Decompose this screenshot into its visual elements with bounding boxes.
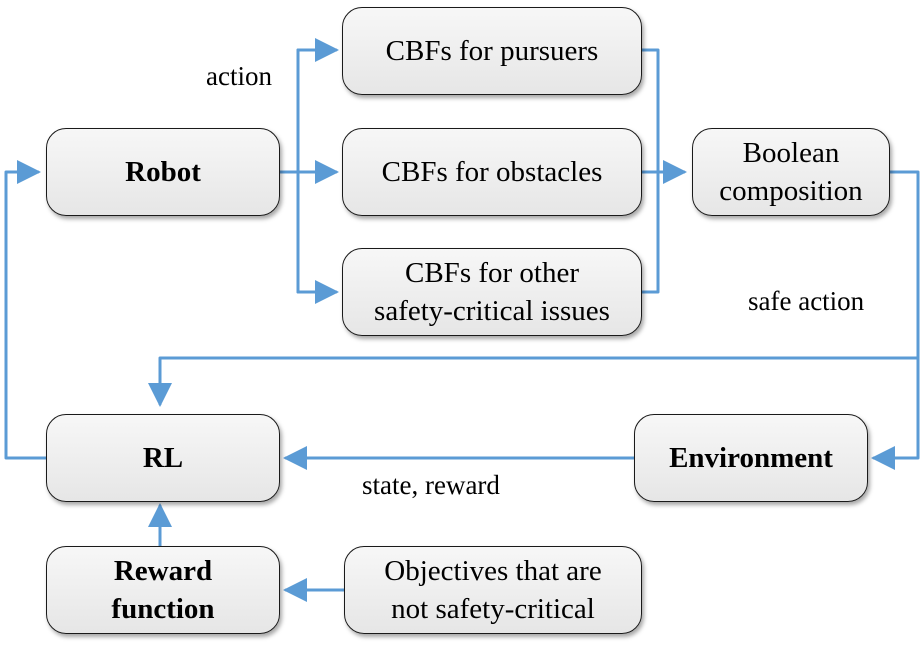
cbf-pursuers-box: CBFs for pursuers [342,7,642,95]
safe-action-label: safe action [748,286,865,316]
cbf-other-label-line1: CBFs for other [405,257,579,289]
rl-box: RL [46,414,280,502]
reward-label-line2: function [111,593,215,625]
state-reward-label: state, reward [362,470,500,500]
arrow-safe-action-to-rl [148,356,920,407]
robot-box: Robot [46,128,280,216]
cbf-pursuers-label: CBFs for pursuers [385,35,599,67]
environment-label: Environment [669,442,833,474]
boolean-label-line2: composition [719,175,863,207]
reward-function-box: Reward function [46,546,280,634]
action-label: action [206,61,272,91]
reward-label-line1: Reward [113,555,213,587]
environment-box: Environment [634,414,868,502]
arrow-safe-action [871,170,920,470]
arrow-from-cbf-pursuers [640,48,660,174]
objectives-label-line2: not safety-critical [391,593,595,625]
boolean-composition-box: Boolean composition [692,128,890,216]
rl-label: RL [142,442,184,474]
arrow-from-cbf-other [640,170,660,294]
arrow-rl-to-robot [4,160,48,460]
cbf-obstacles-box: CBFs for obstacles [342,128,642,216]
objectives-box: Objectives that are not safety-critical [344,546,642,634]
cbf-other-box: CBFs for other safety-critical issues [342,248,642,336]
objectives-label-line1: Objectives that are [384,555,602,587]
boolean-label-line1: Boolean [742,137,840,169]
cbf-obstacles-label: CBFs for obstacles [381,156,603,188]
cbf-other-label-line2: safety-critical issues [374,295,610,327]
robot-label: Robot [125,156,201,188]
